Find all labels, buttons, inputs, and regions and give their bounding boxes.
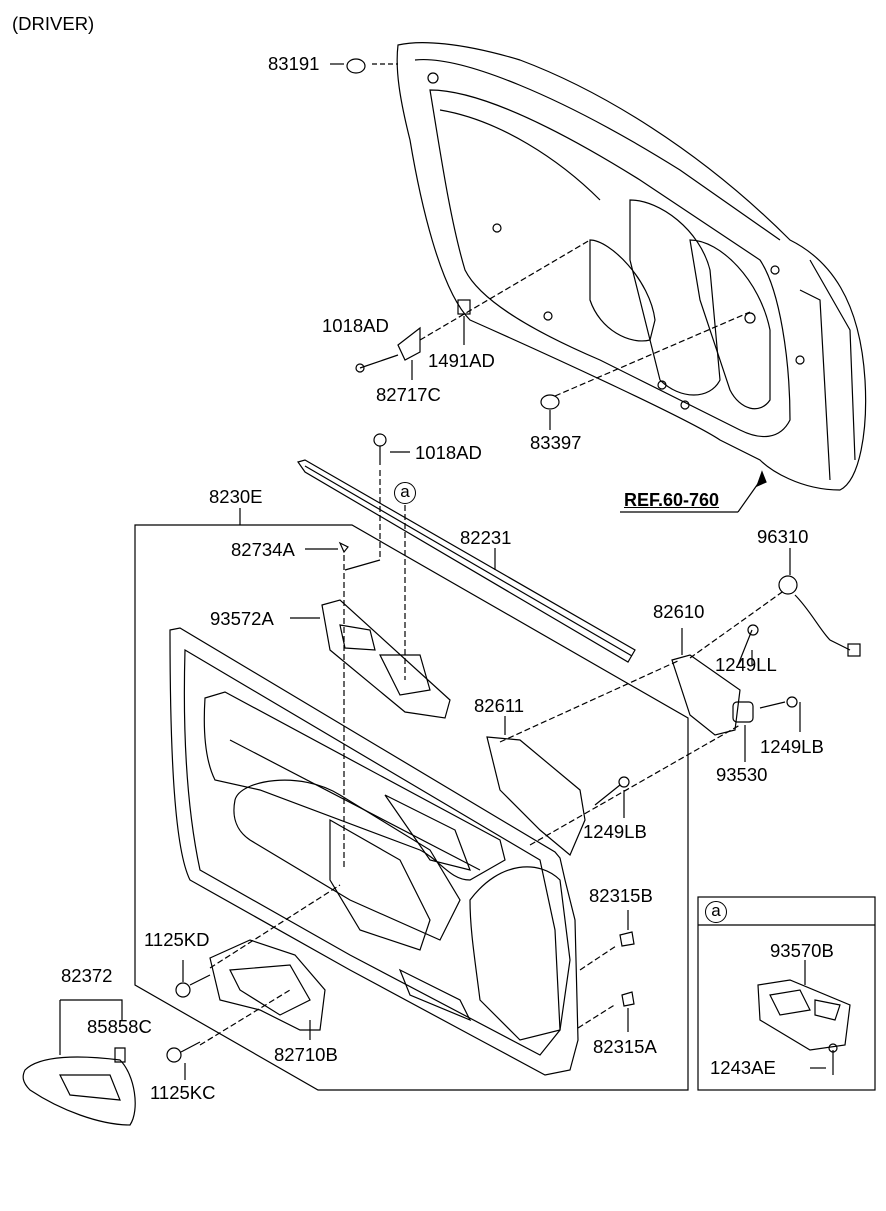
bracket-82710b-shape xyxy=(209,939,326,1031)
part-label-82717c[interactable]: 82717C xyxy=(376,384,441,405)
part-label-93570b[interactable]: 93570B xyxy=(770,940,834,961)
part-label-82231[interactable]: 82231 xyxy=(460,527,512,548)
part-label-1249lb-2[interactable]: 1249LB xyxy=(583,821,647,842)
part-label-82734a[interactable]: 82734A xyxy=(231,539,295,560)
part-label-82315b[interactable]: 82315B xyxy=(589,885,653,906)
door-trim-panel xyxy=(169,627,579,1076)
part-label-1018ad-2[interactable]: 1018AD xyxy=(415,442,482,463)
part-label-82610[interactable]: 82610 xyxy=(653,601,705,622)
part-label-82710b[interactable]: 82710B xyxy=(274,1044,338,1065)
part-label-93572a[interactable]: 93572A xyxy=(210,608,274,629)
handle-82611-shape xyxy=(486,736,586,856)
part-label-1243ae[interactable]: 1243AE xyxy=(710,1057,776,1078)
part-label-82611[interactable]: 82611 xyxy=(474,695,525,716)
part-label-8230e[interactable]: 8230E xyxy=(209,486,263,507)
ref-label[interactable]: REF.60-760 xyxy=(624,490,720,510)
door-inner-panel xyxy=(396,42,867,491)
bracket-82717c-shape xyxy=(397,326,421,361)
detail-marker-a[interactable]: a xyxy=(394,482,416,504)
lamp-93530-shape xyxy=(732,701,754,723)
bezel-82372-shape xyxy=(22,1056,136,1126)
belt-moulding-shape xyxy=(297,459,636,663)
detail-box-marker-a: a xyxy=(705,901,727,923)
part-label-1018ad[interactable]: 1018AD xyxy=(322,315,389,336)
part-label-1125kc[interactable]: 1125KC xyxy=(150,1082,216,1103)
part-label-82372[interactable]: 82372 xyxy=(61,965,113,986)
part-label-93530[interactable]: 93530 xyxy=(716,764,768,785)
handle-82610-shape xyxy=(671,654,741,736)
part-label-96310[interactable]: 96310 xyxy=(757,526,809,547)
part-label-83191[interactable]: 83191 xyxy=(268,53,320,74)
master-switch-93570b-shape xyxy=(757,979,851,1051)
clip-1491ad-shape xyxy=(457,299,471,315)
part-label-1491ad[interactable]: 1491AD xyxy=(428,350,495,371)
part-label-82315a[interactable]: 82315A xyxy=(593,1036,657,1057)
part-label-1125kd[interactable]: 1125KD xyxy=(144,929,210,950)
part-label-85858c[interactable]: 85858C xyxy=(87,1016,152,1037)
part-label-1249ll[interactable]: 1249LL xyxy=(715,654,777,675)
part-label-1249lb[interactable]: 1249LB xyxy=(760,736,824,757)
switch-bezel-shape xyxy=(321,599,451,719)
driver-label: (DRIVER) xyxy=(12,13,95,34)
part-label-83397[interactable]: 83397 xyxy=(530,432,582,453)
